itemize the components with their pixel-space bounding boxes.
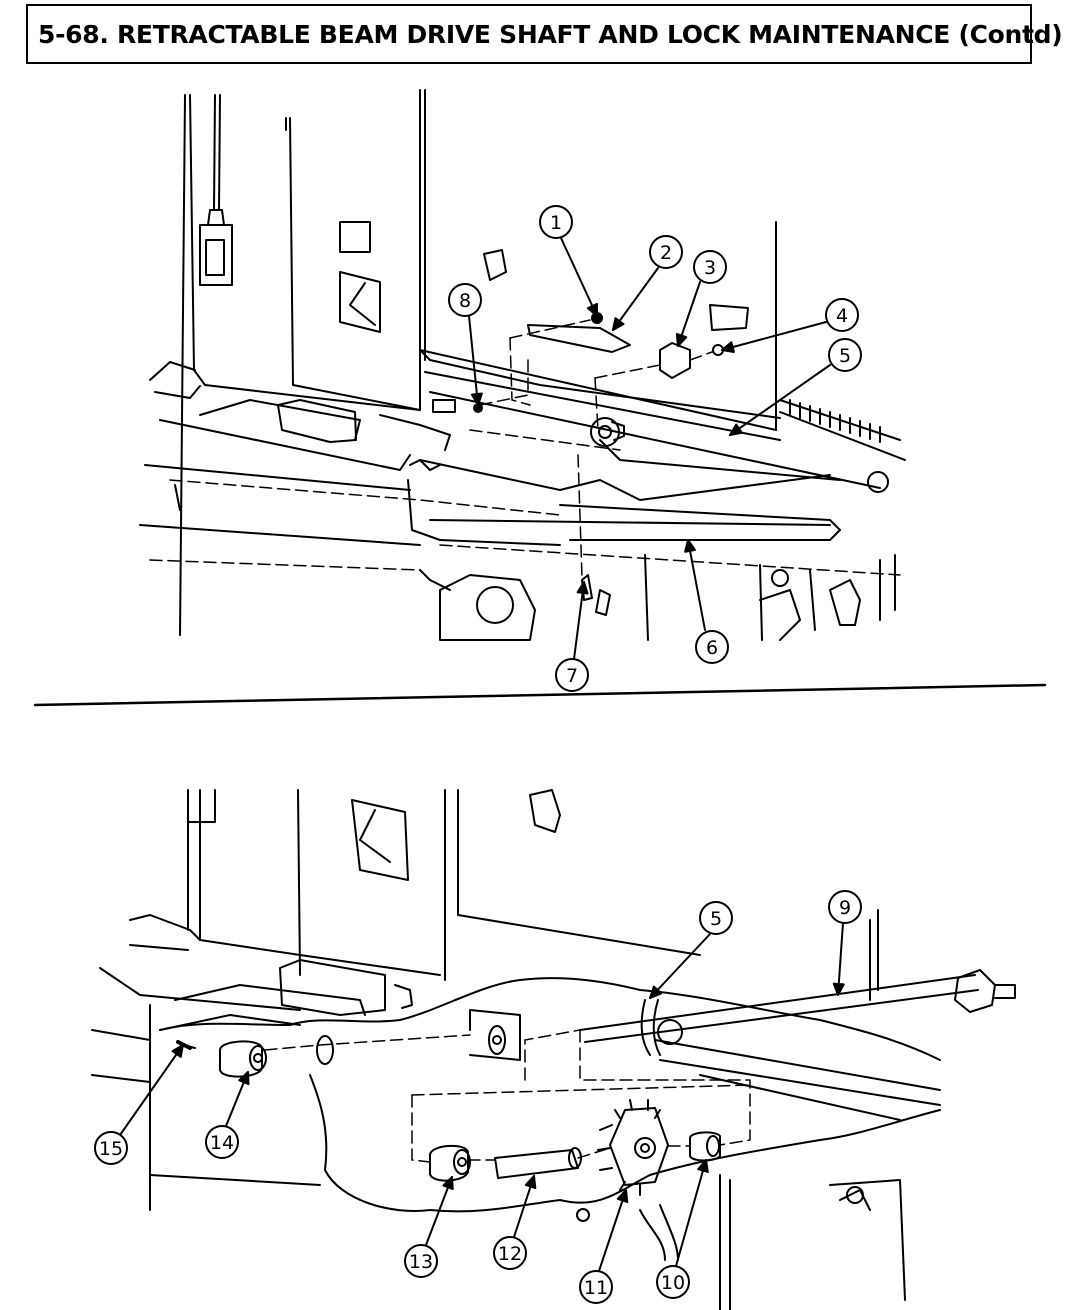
callout-top-1: 1 — [539, 205, 598, 317]
callout-number: 9 — [839, 897, 851, 919]
figure-divider — [33, 683, 1047, 707]
callout-circle — [539, 205, 573, 239]
callout-leader — [425, 1176, 453, 1246]
callout-number: 15 — [99, 1138, 123, 1160]
callout-number: 5 — [710, 908, 722, 930]
callout-circle — [695, 630, 729, 664]
callout-circle — [579, 1270, 613, 1304]
callout-circle — [828, 338, 862, 372]
bottom-view-drawing — [91, 789, 1016, 1310]
callout-arrowhead — [616, 1189, 629, 1204]
callout-circle — [205, 1125, 239, 1159]
callout-bottom-10: 10 — [656, 1159, 709, 1299]
callout-bottom-14: 14 — [205, 1071, 250, 1159]
callout-arrowhead — [576, 581, 589, 595]
callout-circle — [448, 283, 482, 317]
callout-number: 12 — [498, 1243, 522, 1265]
callout-arrowhead — [470, 392, 483, 406]
callout-bottom-5: 5 — [649, 901, 733, 999]
callout-circle — [649, 235, 683, 269]
callout-bottom-13: 13 — [404, 1176, 454, 1278]
callout-number: 14 — [210, 1132, 234, 1154]
callout-number: 11 — [584, 1277, 608, 1299]
callout-top-2: 2 — [612, 235, 683, 331]
callout-leader — [687, 539, 706, 631]
callout-bottom-9: 9 — [828, 890, 862, 996]
callout-number: 7 — [566, 665, 578, 687]
callout-top-8: 8 — [448, 283, 483, 406]
callout-arrowhead — [721, 341, 735, 353]
callout-top-4: 4 — [721, 298, 859, 353]
callout-leader — [649, 933, 711, 999]
callout-arrowhead — [675, 332, 688, 347]
callout-bottom-12: 12 — [493, 1175, 537, 1270]
callout-number: 3 — [704, 257, 716, 279]
callout-leader — [119, 1044, 184, 1136]
callout-top-3: 3 — [675, 250, 727, 347]
callout-arrowhead — [586, 302, 598, 317]
callout-leader — [721, 321, 827, 351]
callout-circle — [656, 1265, 690, 1299]
callout-number: 4 — [836, 305, 848, 327]
section-title-box: 5-68. RETRACTABLE BEAM DRIVE SHAFT AND L… — [26, 4, 1063, 64]
callout-arrowhead — [442, 1176, 454, 1191]
callout-circle — [404, 1244, 438, 1278]
callout-number: 6 — [706, 637, 718, 659]
callout-circle — [94, 1131, 128, 1165]
callout-circle — [555, 658, 589, 692]
callout-arrowhead — [697, 1159, 709, 1173]
callout-arrowhead — [684, 539, 696, 553]
callout-number: 2 — [660, 242, 672, 264]
callout-arrowhead — [524, 1175, 537, 1190]
callout-top-5: 5 — [729, 338, 862, 436]
callout-leader — [468, 315, 479, 406]
callout-number: 5 — [839, 345, 851, 367]
callout-bottom-15: 15 — [94, 1044, 184, 1165]
callout-number: 1 — [550, 212, 562, 234]
callout-circle — [828, 890, 862, 924]
callout-circle — [493, 1236, 527, 1270]
callout-leader — [612, 267, 659, 331]
callout-arrowhead — [729, 423, 743, 436]
callout-arrowhead — [649, 985, 663, 999]
callout-arrowhead — [832, 982, 845, 996]
callout-leader — [675, 1159, 707, 1267]
callout-leader — [598, 1189, 627, 1272]
callout-circle — [699, 901, 733, 935]
callout-number: 8 — [459, 290, 471, 312]
callout-bottom-11: 11 — [579, 1189, 629, 1304]
top-view-drawing — [139, 89, 906, 641]
callout-leader — [560, 237, 598, 317]
callout-arrowhead — [612, 317, 625, 331]
callout-arrowhead — [171, 1044, 184, 1058]
callout-arrowhead — [238, 1071, 250, 1086]
callout-leader — [837, 922, 844, 996]
callout-number: 13 — [409, 1251, 433, 1273]
callout-leader — [573, 581, 585, 660]
section-title: 5-68. RETRACTABLE BEAM DRIVE SHAFT AND L… — [38, 19, 1063, 49]
callout-top-7: 7 — [555, 581, 589, 692]
callout-circle — [825, 298, 859, 332]
callout-circle — [693, 250, 727, 284]
callout-top-6: 6 — [684, 539, 729, 664]
callout-number: 10 — [661, 1272, 685, 1294]
callout-leader — [729, 364, 831, 436]
